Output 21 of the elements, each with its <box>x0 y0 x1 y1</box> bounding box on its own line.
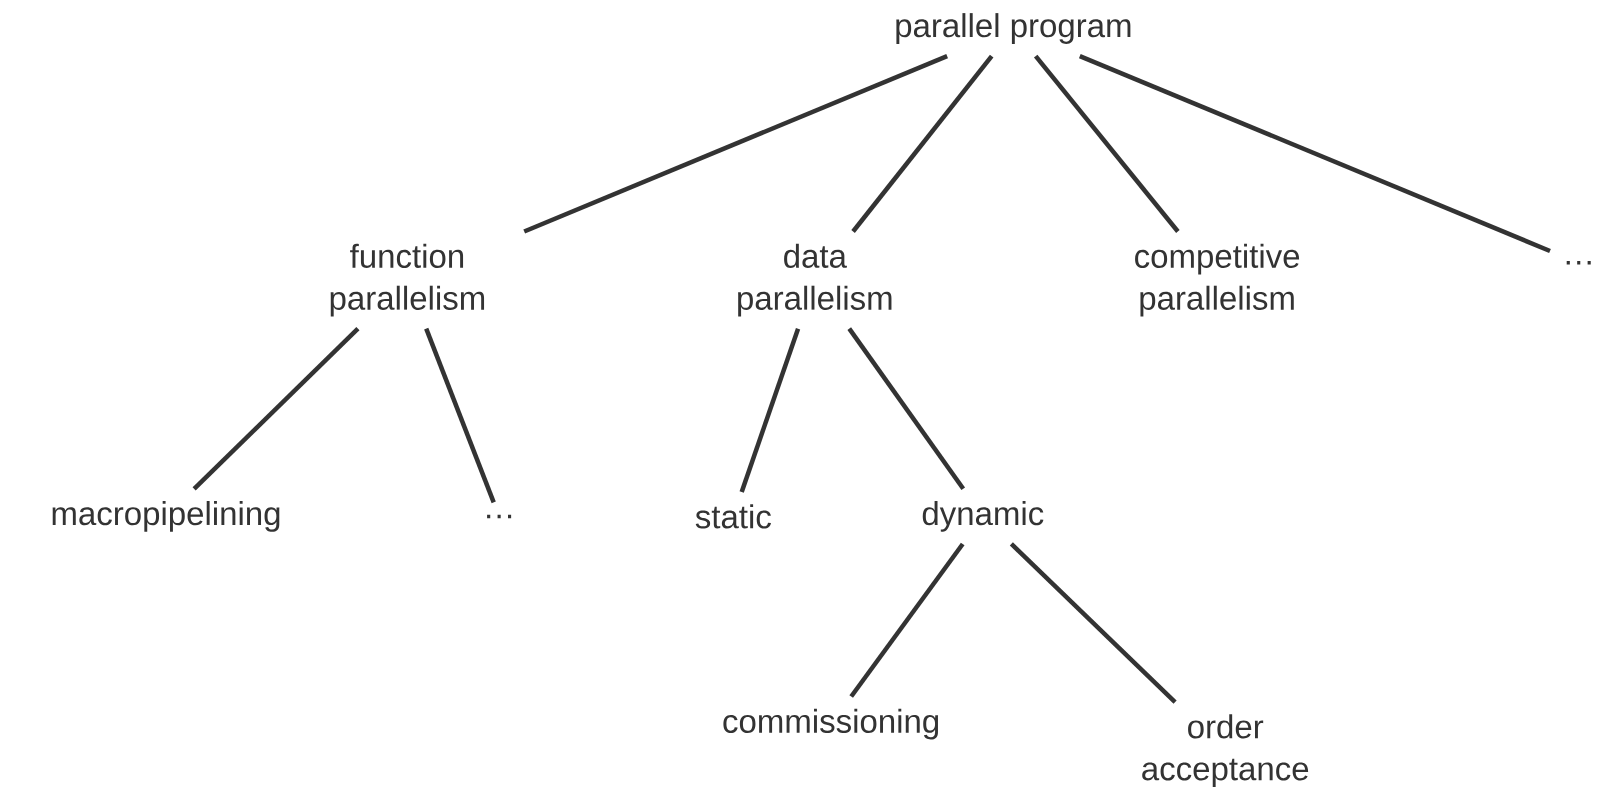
node-label: … <box>1566 261 1591 265</box>
node-label: function parallelism <box>330 243 485 317</box>
node-label: commissioning <box>723 708 939 740</box>
connector-line <box>1033 54 1180 233</box>
connector-line <box>523 54 948 234</box>
node-label: data parallelism <box>738 243 892 317</box>
node-label: static <box>695 504 771 529</box>
node-label: parallel program <box>896 13 1131 44</box>
connector-line <box>1078 54 1551 254</box>
node-label: macropipelining <box>52 501 280 532</box>
connector-line <box>192 327 360 491</box>
connector-line <box>851 54 994 233</box>
node-label: competitive parallelism <box>1135 243 1300 317</box>
connector-line <box>739 327 801 493</box>
connector-line <box>424 327 496 504</box>
node-label: dynamic <box>922 501 1044 532</box>
connector-line <box>847 327 966 491</box>
connector-line <box>1009 542 1177 704</box>
node-label: … <box>487 514 512 519</box>
node-label: order acceptance <box>1142 714 1309 787</box>
connector-line <box>849 542 965 698</box>
